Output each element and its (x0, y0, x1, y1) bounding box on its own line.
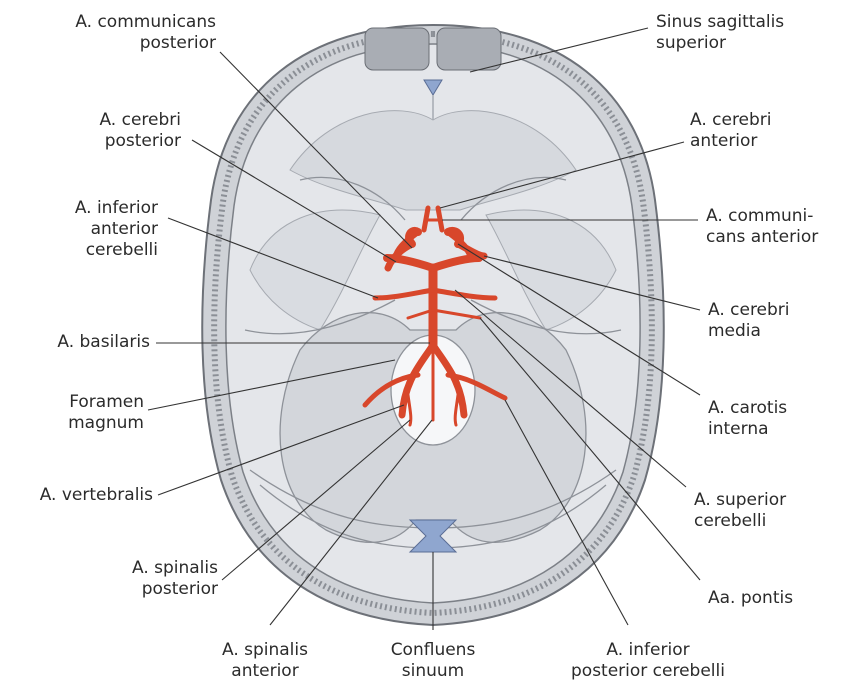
label-a-basilaris: A. basilaris (57, 332, 150, 353)
sagittal-sinus-block-right (437, 28, 501, 70)
sagittal-sinus-block-left (365, 28, 429, 70)
label-aa-pontis: Aa. pontis (708, 588, 793, 609)
label-a-communicans-anterior: A. communi-cans anterior (706, 206, 818, 248)
label-a-vertebralis: A. vertebralis (40, 485, 153, 506)
